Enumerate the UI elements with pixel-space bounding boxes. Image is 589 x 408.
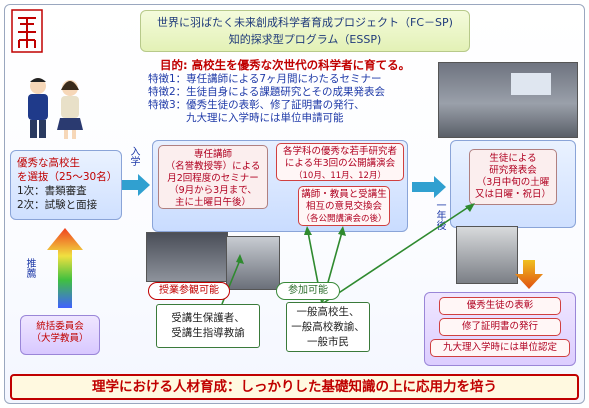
projector-screen: [511, 73, 551, 95]
program-goal: 目的: 高校生を優秀な次世代の科学者に育てる。: [160, 58, 411, 72]
seminar-line5: 主に土曜日午後）: [174, 197, 251, 208]
exchange-line3: （各公開講演会の後）: [301, 214, 387, 224]
class-photo-1: [146, 232, 228, 282]
committee-box: 統括委員会 （大学教員）: [20, 315, 100, 355]
program-title-line2: 知的探求型プログラム（ESSP): [228, 33, 382, 46]
feature-1: 特徴1：専任講師による7ヶ月間にわたるセミナー: [148, 73, 382, 85]
award-photo: [456, 226, 518, 284]
presentation-box: 生徒による 研究発表会 （3月中旬の土曜 又は日曜・祝日）: [469, 149, 557, 205]
one-year-arrow: [412, 176, 446, 198]
parents-line2: 受講生指導教諭: [171, 327, 245, 339]
exchange-line1: 講師・教員と受講生: [301, 189, 387, 200]
outcome-arrow: [515, 260, 543, 289]
selection-title-2: を選抜（25～30名）: [17, 171, 118, 183]
seminar-box: 専任講師 （名誉教授等）による 月2回程度のセミナー （9月から3月まで、 主に…: [158, 145, 268, 209]
program-title-line1: 世界に羽ばたく未来創成科学者育成プロジェクト（FC－SP): [157, 16, 453, 29]
feature-3-cont: 九大理に入学時には単位申請可能: [186, 112, 344, 124]
presentation-line1: 生徒による: [489, 153, 537, 164]
seminar-line4: （9月から3月まで、: [169, 185, 257, 196]
students-illustration: [28, 78, 83, 139]
outcome-certificate: 修了証明書の発行: [439, 318, 561, 336]
lecture-line2: による年3回の公開講演会: [284, 158, 396, 169]
audit-allowed-pill: 授業参観可能: [148, 282, 230, 300]
selection-step-2: 2次：試験と面接: [17, 199, 98, 211]
participation-allowed-pill: 参加可能: [276, 282, 340, 300]
admission-label: 入学: [128, 146, 139, 166]
parents-line1: 受講生保護者、: [171, 312, 245, 324]
parents-box: 受講生保護者、 受講生指導教諭: [156, 304, 260, 348]
exchange-line2: 相互の意見交換会: [305, 201, 382, 212]
public-box: 一般高校生、 一般高校教諭、 一般市民: [286, 302, 370, 352]
class-photo-2: [226, 236, 280, 290]
lecture-line1: 各学科の優秀な若手研究者: [282, 146, 397, 157]
outcome-credit: 九大理入学時には単位認定: [430, 339, 570, 357]
lecture-line3: （10月、11月、12月）: [294, 171, 386, 181]
public-line3: 一般市民: [307, 336, 349, 348]
presentation-line2: 研究発表会: [489, 165, 537, 176]
recommend-arrow: [47, 228, 83, 308]
public-line1: 一般高校生、: [296, 306, 360, 318]
university-logo: [11, 9, 43, 53]
program-title-box: 世界に羽ばたく未来創成科学者育成プロジェクト（FC－SP) 知的探求型プログラム…: [140, 10, 470, 52]
selection-step-1: 1次：書類審査: [17, 185, 87, 197]
one-year-label: 一年後: [434, 200, 445, 230]
lecture-box: 各学科の優秀な若手研究者 による年3回の公開講演会 （10月、11月、12月）: [276, 143, 404, 181]
seminar-line3: 月2回程度のセミナー: [167, 173, 259, 184]
committee-line2: （大学教員）: [31, 333, 89, 344]
presentation-container: 生徒による 研究発表会 （3月中旬の土曜 又は日曜・祝日）: [450, 140, 576, 228]
exchange-box: 講師・教員と受講生 相互の意見交換会 （各公開講演会の後）: [298, 186, 390, 226]
seminar-line2: （名誉教授等）による: [165, 161, 261, 172]
public-line2: 一般高校教諭、: [291, 321, 365, 333]
outcomes-container: 優秀生徒の表彰 修了証明書の発行 九大理入学時には単位認定: [424, 292, 576, 366]
admission-arrow: [122, 174, 150, 196]
seminar-photo: [438, 62, 578, 138]
recommend-label: 推薦: [24, 258, 35, 278]
selection-title-1: 優秀な高校生: [17, 157, 80, 169]
seminar-line1: 専任講師: [193, 149, 232, 160]
summary-banner: 理学における人材育成：しっかりした基礎知識の上に応用力を培う: [10, 374, 579, 400]
outcome-award: 優秀生徒の表彰: [439, 297, 561, 315]
presentation-line4: 又は日曜・祝日）: [474, 189, 551, 200]
committee-line1: 統括委員会: [36, 321, 84, 332]
selection-box: 優秀な高校生 を選抜（25～30名） 1次：書類審査 2次：試験と面接: [10, 150, 122, 220]
feature-3: 特徴3：優秀生徒の表彰、修了証明書の発行、: [148, 99, 365, 111]
feature-2: 特徴2：生徒自身による課題研究とその成果発表会: [148, 86, 386, 98]
presentation-line3: （3月中旬の土曜: [476, 177, 550, 188]
